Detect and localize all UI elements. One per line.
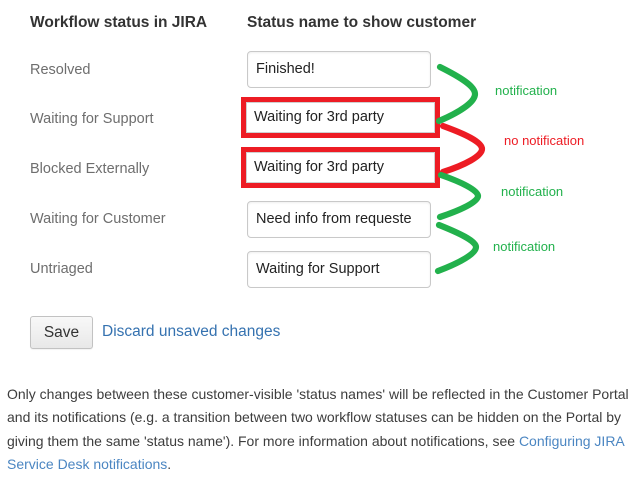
row-label-waiting-for-support: Waiting for Support [30,111,154,127]
footer-note-period: . [167,456,172,473]
save-button[interactable]: Save [30,316,93,349]
red-highlight-box: Waiting for 3rd party [241,147,440,188]
row-label-resolved: Resolved [30,62,91,78]
footer-note-text: Only changes between these customer-visi… [7,386,629,449]
configuring-notifications-link[interactable]: Configuring JIRA Service Desk notificati… [7,432,624,473]
row-label-blocked-externally: Blocked Externally [30,161,150,177]
column-header-jira-status: Workflow status in JIRA [30,14,208,31]
row-label-untriaged: Untriaged [30,261,93,277]
notification-bracket-icon [434,221,480,275]
annotation-label-notification: notification [501,184,564,199]
footer-note: Only changes between these customer-visi… [7,383,641,477]
status-name-input-untriaged[interactable]: Waiting for Support [247,251,431,288]
status-name-input-resolved[interactable]: Finished! [247,51,431,88]
column-header-customer-status: Status name to show customer [247,14,477,31]
annotation-label-notification: notification [495,83,558,98]
annotation-label-no-notification: no notification [504,133,585,148]
row-label-waiting-for-customer: Waiting for Customer [30,211,166,227]
status-name-input-waiting-for-customer[interactable]: Need info from requeste [247,201,431,238]
discard-unsaved-changes-link[interactable]: Discard unsaved changes [102,323,281,340]
annotation-label-notification: notification [493,239,556,254]
red-highlight-box: Waiting for 3rd party [241,97,440,138]
notification-bracket-icon [435,63,479,125]
status-name-input-waiting-for-support[interactable]: Waiting for 3rd party [246,102,435,133]
status-name-input-blocked-externally[interactable]: Waiting for 3rd party [246,152,435,183]
notification-bracket-icon [436,171,482,221]
no-notification-bracket-icon [439,122,486,176]
